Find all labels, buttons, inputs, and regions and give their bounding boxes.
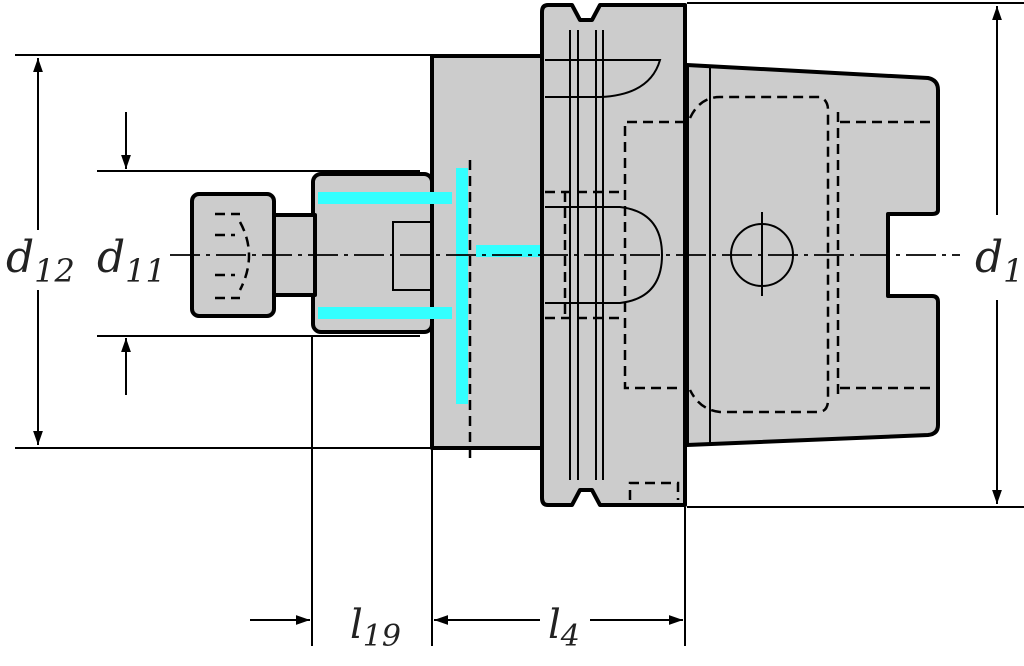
label-d11: d11 [97,232,166,290]
dimension-lines [33,5,1002,625]
hidden-lines [215,95,935,500]
label-d12: d12 [6,232,75,290]
taper-shank [685,63,940,447]
label-l19: l19 [350,602,401,654]
coolant-channels [318,168,540,404]
label-l4: l4 [548,602,580,654]
extension-lines [15,2,1024,646]
label-d1: d1 [975,232,1024,290]
